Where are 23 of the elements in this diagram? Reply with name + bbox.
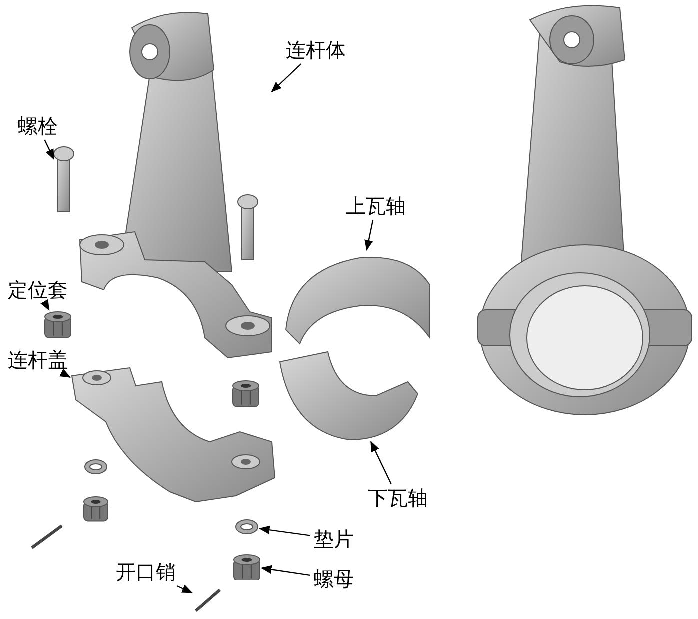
leader-line	[176, 584, 193, 594]
bolt-drawing	[54, 146, 74, 214]
leader-line	[370, 441, 392, 484]
lower-bearing-shell-drawing	[278, 350, 420, 442]
leader-line	[258, 526, 310, 536]
leader-line	[364, 220, 374, 252]
leader-line	[59, 368, 71, 378]
nut-drawing	[232, 552, 262, 580]
part-label: 开口销	[116, 562, 176, 582]
leader-line	[260, 565, 310, 576]
leader-line	[44, 140, 55, 160]
part-label: 螺母	[314, 569, 354, 589]
washer-drawing	[234, 518, 260, 536]
leader-line	[271, 64, 302, 93]
cotter-pin-drawing	[192, 586, 224, 614]
part-label: 垫片	[314, 529, 354, 549]
part-label: 下瓦轴	[368, 488, 428, 508]
part-label: 连杆盖	[8, 350, 68, 370]
part-label: 上瓦轴	[346, 196, 406, 216]
leader-line	[40, 299, 50, 311]
part-label: 连杆体	[286, 40, 346, 60]
part-label: 定位套	[8, 280, 68, 300]
part-label: 螺栓	[18, 116, 58, 136]
